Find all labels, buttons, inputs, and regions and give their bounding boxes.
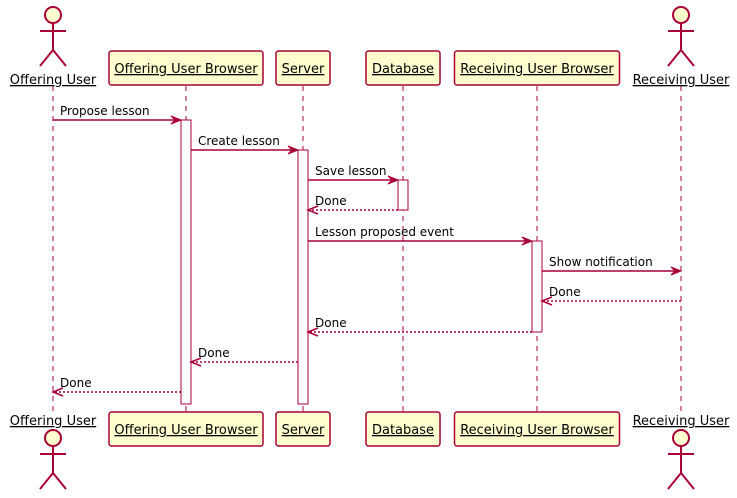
message-arrowhead-5 bbox=[521, 236, 534, 246]
message-label-5: Lesson proposed event bbox=[315, 225, 454, 239]
message-label-4: Done bbox=[315, 194, 347, 208]
activation-bar-server bbox=[297, 149, 309, 405]
message-4: Done bbox=[305, 194, 398, 215]
activation-bar-offering_browser bbox=[180, 119, 192, 405]
actor-label-top-receiving_user: Receiving User bbox=[633, 73, 730, 88]
message-2: Create lesson bbox=[191, 134, 300, 155]
actor-label-bottom-receiving_user: Receiving User bbox=[633, 414, 730, 429]
actor-top-receiving_user-left-leg bbox=[667, 49, 682, 67]
message-label-2: Create lesson bbox=[198, 134, 280, 148]
actor-bottom-receiving_user-left-leg bbox=[667, 472, 682, 490]
message-label-1: Propose lesson bbox=[60, 104, 150, 118]
actor-top-offering_user-left-leg bbox=[39, 49, 54, 67]
actor-top-offering_user-head bbox=[44, 6, 62, 24]
participant-label-top-receiving_browser: Receiving User Browser bbox=[460, 62, 614, 77]
message-label-3: Save lesson bbox=[315, 164, 386, 178]
message-arrowhead-1 bbox=[170, 115, 183, 125]
message-7: Done bbox=[539, 285, 681, 306]
message-arrowhead-9 bbox=[188, 357, 202, 367]
message-arrowhead-3 bbox=[387, 175, 400, 185]
activation-bar-database bbox=[397, 179, 409, 211]
message-arrowhead-8 bbox=[305, 327, 319, 337]
actor-bottom-offering_user-left-leg bbox=[39, 472, 54, 490]
message-arrowhead-7 bbox=[539, 296, 553, 306]
participant-box-top-receiving_browser bbox=[453, 50, 621, 86]
message-3: Save lesson bbox=[308, 164, 400, 185]
message-5: Lesson proposed event bbox=[308, 225, 534, 246]
message-9: Done bbox=[188, 346, 298, 367]
actor-top-receiving_user-head bbox=[672, 6, 690, 24]
participant-label-top-server: Server bbox=[282, 62, 325, 77]
message-label-8: Done bbox=[315, 316, 347, 330]
message-10: Done bbox=[50, 376, 181, 397]
participant-label-bottom-database: Database bbox=[372, 423, 434, 438]
actor-bottom-offering_user-figure bbox=[39, 429, 67, 490]
actor-bottom-receiving_user-right-leg bbox=[680, 472, 695, 490]
message-label-6: Show notification bbox=[549, 255, 653, 269]
message-label-9: Done bbox=[198, 346, 230, 360]
participant-box-bottom-database bbox=[365, 411, 441, 447]
participant-label-top-database: Database bbox=[372, 62, 434, 77]
participant-label-top-offering_browser: Offering User Browser bbox=[114, 62, 258, 77]
participant-label-bottom-server: Server bbox=[282, 423, 325, 438]
message-1: Propose lesson bbox=[53, 104, 183, 125]
participant-box-bottom-server bbox=[275, 411, 331, 447]
actor-bottom-offering_user-right-leg bbox=[52, 472, 67, 490]
message-6: Show notification bbox=[542, 255, 683, 276]
participant-box-top-server bbox=[275, 50, 331, 86]
message-arrowhead-4 bbox=[305, 205, 319, 215]
actor-top-offering_user-figure bbox=[39, 6, 67, 67]
participant-box-top-database bbox=[365, 50, 441, 86]
participant-box-bottom-offering_browser bbox=[108, 411, 264, 447]
message-label-7: Done bbox=[549, 285, 581, 299]
actor-bottom-receiving_user-head bbox=[672, 429, 690, 447]
participant-box-top-offering_browser bbox=[108, 50, 264, 86]
participant-label-bottom-receiving_browser: Receiving User Browser bbox=[460, 423, 614, 438]
actor-top-offering_user-right-leg bbox=[52, 49, 67, 67]
activation-bars bbox=[180, 119, 543, 405]
message-arrowhead-6 bbox=[670, 266, 683, 276]
actor-label-top-offering_user: Offering User bbox=[10, 73, 97, 88]
message-8: Done bbox=[305, 316, 532, 337]
activation-bar-receiving_browser bbox=[531, 240, 543, 333]
actor-label-bottom-offering_user: Offering User bbox=[10, 414, 97, 429]
actor-bottom-offering_user-head bbox=[44, 429, 62, 447]
participant-box-bottom-receiving_browser bbox=[453, 411, 621, 447]
message-arrowhead-10 bbox=[50, 387, 64, 397]
message-arrowhead-2 bbox=[287, 145, 300, 155]
lifelines bbox=[52, 86, 682, 412]
actor-top-receiving_user-figure bbox=[667, 6, 695, 67]
participant-label-bottom-offering_browser: Offering User Browser bbox=[114, 423, 258, 438]
actor-bottom-receiving_user-figure bbox=[667, 429, 695, 490]
participants-top: Offering User Offering User Browser Server… bbox=[10, 6, 730, 88]
message-label-10: Done bbox=[60, 376, 92, 390]
actor-top-receiving_user-right-leg bbox=[680, 49, 695, 67]
